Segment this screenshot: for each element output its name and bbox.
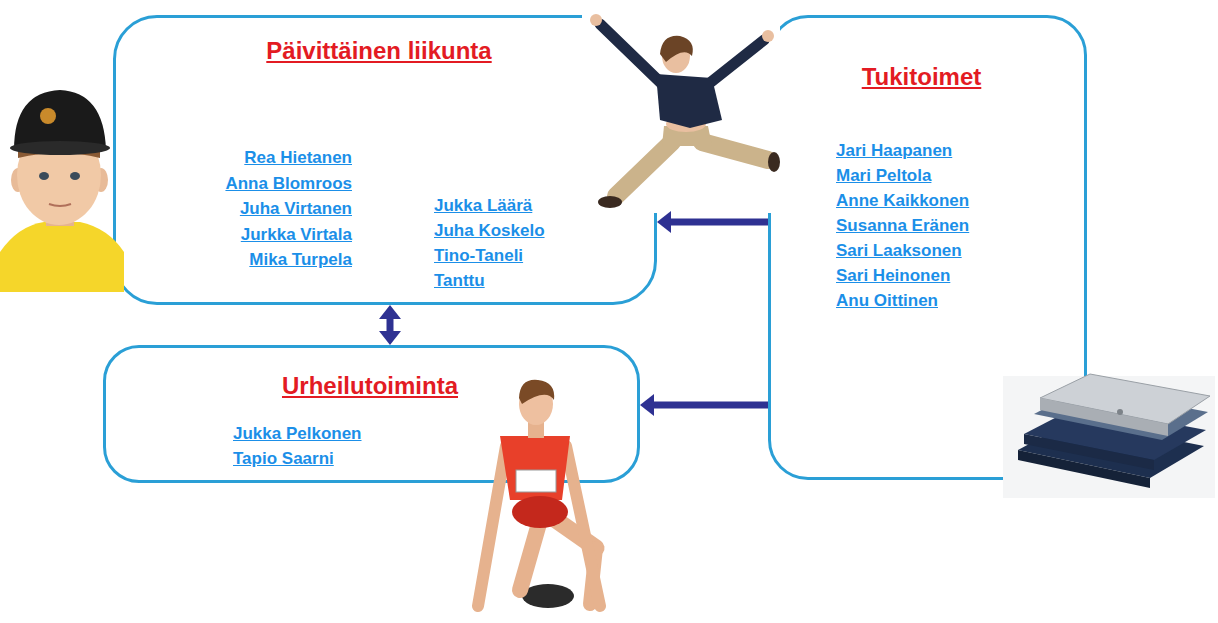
text-slot: Sari Laaksonen bbox=[836, 238, 1046, 263]
dancer-hand bbox=[590, 14, 602, 26]
runner-arm bbox=[478, 446, 506, 606]
dancer-leg bbox=[702, 142, 768, 160]
dancer-background bbox=[582, 3, 780, 213]
person-name: Juha Koskelo bbox=[434, 218, 569, 243]
person-name: Jurkka Virtala bbox=[150, 222, 352, 247]
binder-spine bbox=[1024, 434, 1154, 470]
dancer-arm bbox=[600, 24, 662, 84]
person-name: Jukka Läärä bbox=[434, 193, 569, 218]
runner-hair bbox=[519, 380, 554, 404]
person-name: Juha Virtanen bbox=[150, 196, 352, 221]
person-name: Tino-Taneli Tanttu bbox=[434, 243, 569, 293]
text-slot: Urheilutoiminta bbox=[250, 371, 490, 401]
cap-logo bbox=[40, 108, 56, 124]
text-slot: Rea Hietanen bbox=[150, 145, 352, 170]
dancer-shoe bbox=[598, 196, 622, 208]
boy-mouth bbox=[49, 204, 71, 206]
boy-eye bbox=[39, 172, 49, 180]
boy-eye bbox=[70, 172, 80, 180]
person-name: Anna Blomroos bbox=[150, 171, 352, 196]
text-slot: Juha Koskelo bbox=[434, 218, 569, 243]
dancer-hair bbox=[660, 36, 693, 62]
runner-leg bbox=[520, 520, 540, 590]
binder-spine bbox=[1040, 398, 1168, 436]
person-name: Jukka Pelkonen bbox=[233, 421, 433, 446]
dancer-leg bbox=[616, 142, 672, 196]
boy-picture bbox=[0, 90, 124, 292]
text-slot: Susanna Eränen bbox=[836, 213, 1046, 238]
binders-picture bbox=[1003, 374, 1215, 498]
text-slot: Sari Heinonen bbox=[836, 263, 1046, 288]
person-name: Susanna Eränen bbox=[836, 213, 1046, 238]
dancer-hand bbox=[762, 30, 774, 42]
runner-picture bbox=[478, 380, 600, 608]
text-slot: Tukitoimet bbox=[768, 62, 1075, 92]
text-slot: Juha Virtanen bbox=[150, 196, 352, 221]
group-heading: Päivittäinen liikunta bbox=[113, 36, 645, 66]
dancer-jacket bbox=[656, 74, 722, 128]
person-name: Sari Heinonen bbox=[836, 263, 1046, 288]
dancer-shoe bbox=[768, 152, 780, 172]
binder-ring bbox=[1117, 409, 1123, 415]
text-slot: Anu Oittinen bbox=[836, 288, 1046, 313]
text-slot: Päivittäinen liikunta bbox=[113, 36, 645, 66]
runner-top bbox=[500, 436, 570, 500]
boy-shirt bbox=[0, 222, 124, 292]
text-slot: Mari Peltola bbox=[836, 163, 1046, 188]
text-slot: Jari Haapanen bbox=[836, 138, 1046, 163]
text-slot: Anne Kaikkonen bbox=[836, 188, 1046, 213]
person-name: Tapio Saarni bbox=[233, 446, 433, 471]
text-slot: Tino-Taneli Tanttu bbox=[434, 243, 569, 293]
group-heading: Tukitoimet bbox=[768, 62, 1075, 92]
text-slot: Mika Turpela bbox=[150, 247, 352, 272]
text-slot: Jukka Läärä bbox=[434, 193, 569, 218]
connector-arrow bbox=[654, 402, 768, 409]
runner-bib bbox=[516, 470, 556, 492]
group-box: Päivittäinen liikuntaRea HietanenAnna Bl… bbox=[113, 15, 657, 305]
person-name: Mari Peltola bbox=[836, 163, 1046, 188]
group-heading: Urheilutoiminta bbox=[250, 371, 490, 401]
runner-shorts bbox=[512, 496, 568, 528]
dancer-arm bbox=[706, 40, 764, 86]
person-name: Jari Haapanen bbox=[836, 138, 1046, 163]
person-name: Mika Turpela bbox=[150, 247, 352, 272]
text-slot: Jurkka Virtala bbox=[150, 222, 352, 247]
person-name: Rea Hietanen bbox=[150, 145, 352, 170]
person-name: Anu Oittinen bbox=[836, 288, 1046, 313]
boy-cap-brim bbox=[10, 141, 110, 155]
runner-shoe bbox=[522, 584, 574, 608]
connector-arrow bbox=[671, 219, 768, 226]
connector-arrow bbox=[387, 319, 394, 331]
text-slot: Tapio Saarni bbox=[233, 446, 433, 471]
dancer-picture bbox=[582, 3, 780, 213]
person-name: Sari Laaksonen bbox=[836, 238, 1046, 263]
text-slot: Jukka Pelkonen bbox=[233, 421, 433, 446]
text-slot: Anna Blomroos bbox=[150, 171, 352, 196]
person-name: Anne Kaikkonen bbox=[836, 188, 1046, 213]
runner-arm bbox=[566, 446, 600, 606]
